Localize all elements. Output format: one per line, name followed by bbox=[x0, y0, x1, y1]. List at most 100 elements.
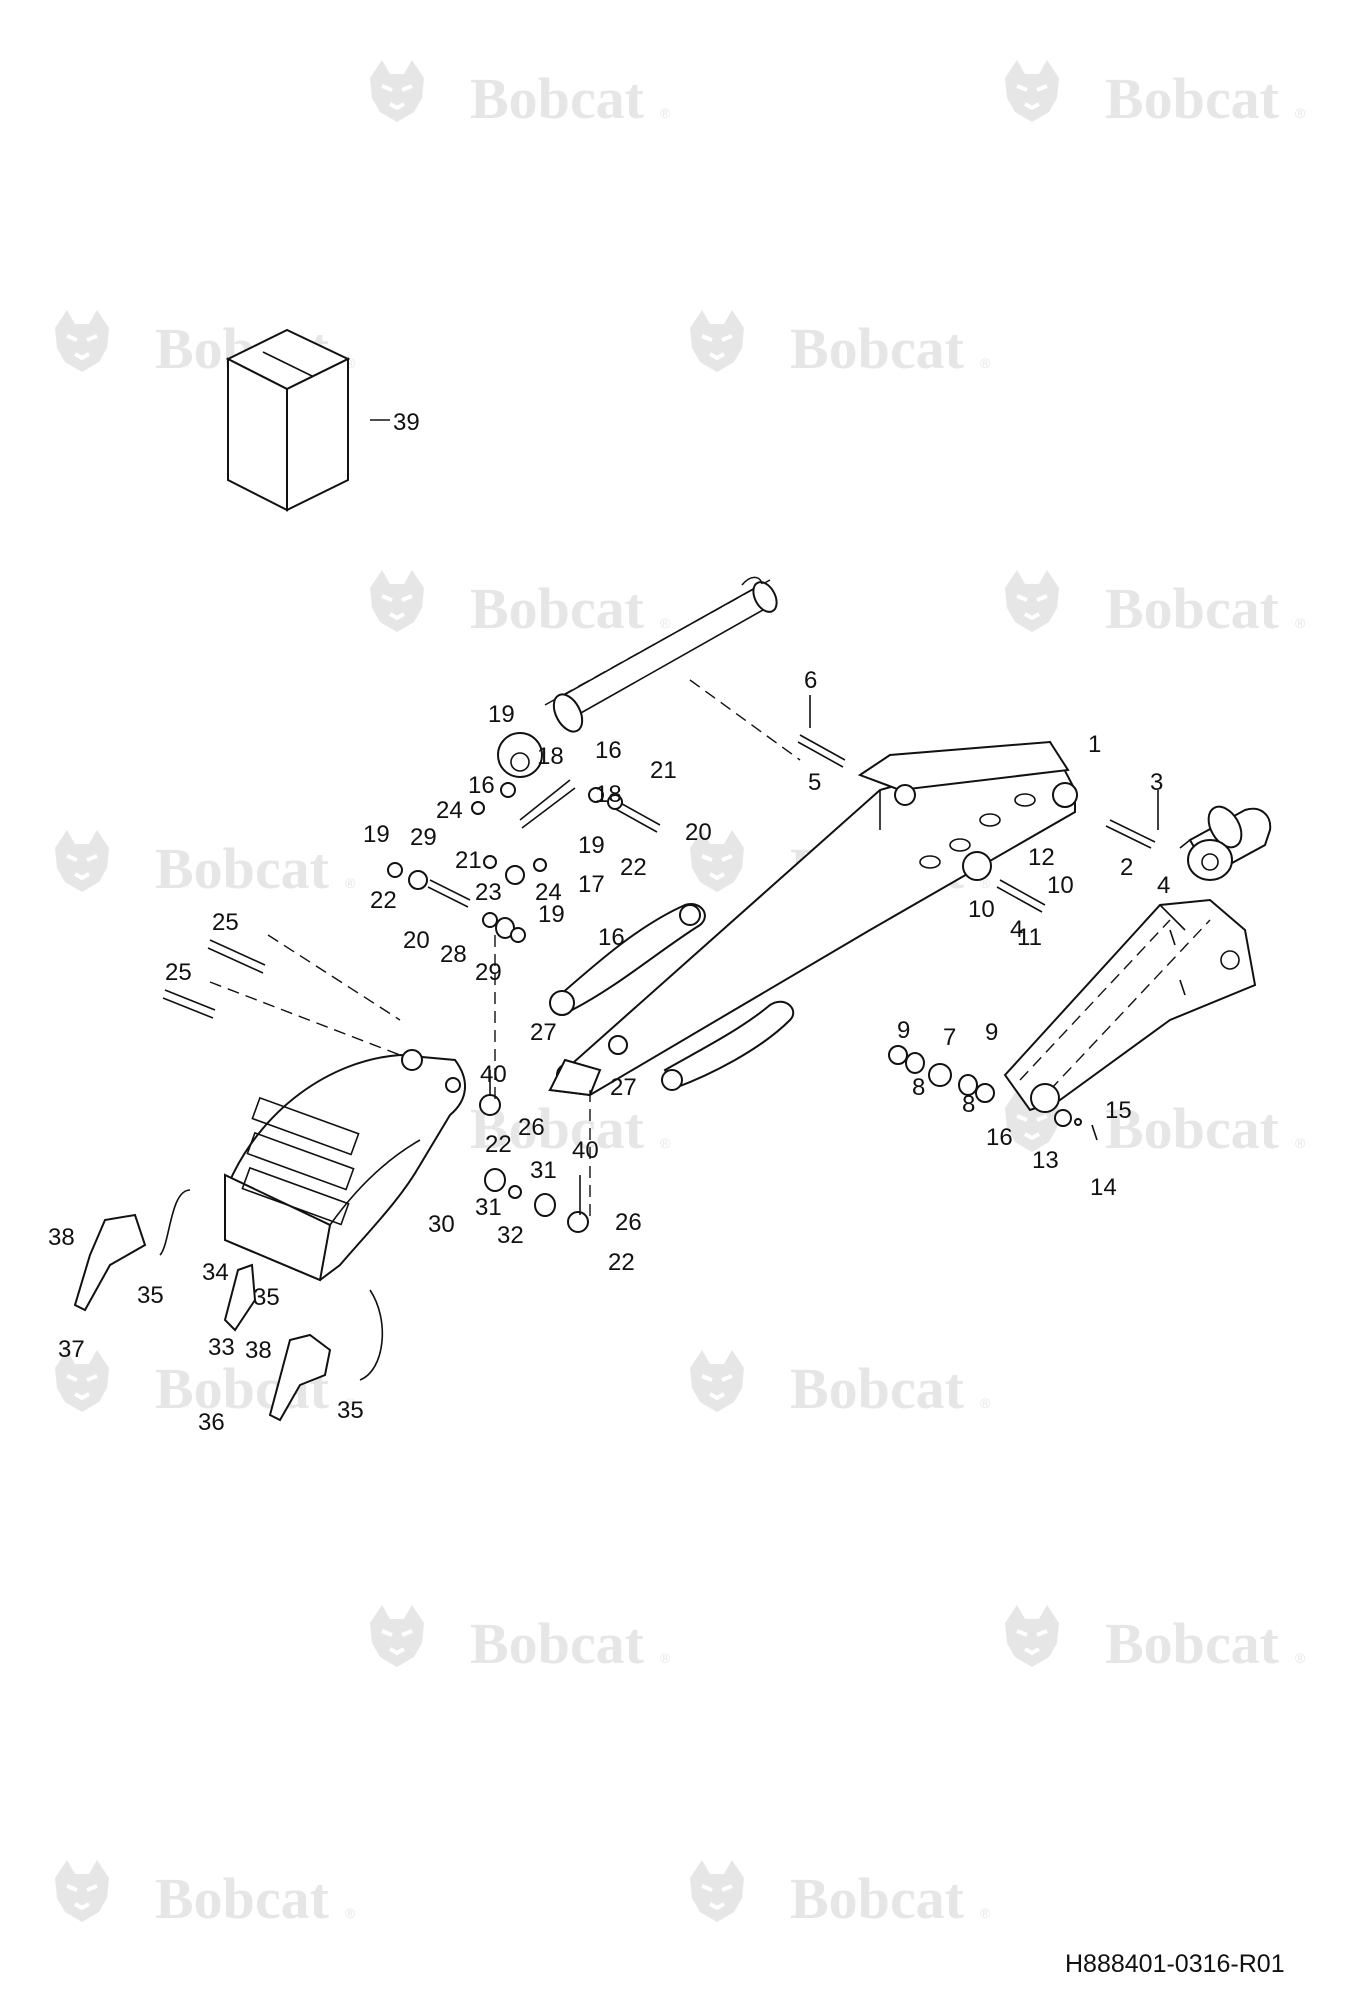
bobcat-watermark: Bobcat ® bbox=[53, 828, 356, 901]
callout-23: 23 bbox=[475, 879, 502, 906]
callout-5: 5 bbox=[808, 769, 821, 796]
watermark-text: Bobcat bbox=[790, 1866, 965, 1931]
callout-8: 8 bbox=[962, 1091, 975, 1118]
callout-29: 29 bbox=[410, 824, 437, 851]
watermark-registered: ® bbox=[1295, 1650, 1306, 1666]
boom-end bbox=[1003, 898, 1257, 1113]
callout-34: 34 bbox=[202, 1259, 229, 1286]
bobcat-logo-icon bbox=[368, 58, 426, 124]
callout-38: 38 bbox=[245, 1337, 272, 1364]
callout-30: 30 bbox=[428, 1211, 455, 1238]
callout-31: 31 bbox=[475, 1194, 502, 1221]
watermark-text: Bobcat bbox=[155, 836, 330, 901]
callout-4: 4 bbox=[1010, 916, 1023, 943]
bobcat-watermark: Bobcat® bbox=[53, 1858, 356, 1931]
watermark-text: Bobcat bbox=[1105, 576, 1280, 641]
callout-38: 38 bbox=[48, 1224, 75, 1251]
watermark-text: Bobcat bbox=[790, 316, 965, 381]
watermark-text: Bobcat bbox=[1105, 1611, 1280, 1676]
callout-28: 28 bbox=[440, 941, 467, 968]
callout-22: 22 bbox=[370, 887, 397, 914]
watermark-registered: ® bbox=[660, 1135, 671, 1151]
watermark-registered: ® bbox=[1295, 615, 1306, 631]
bobcat-logo-icon bbox=[368, 1603, 426, 1669]
bobcat-logo-icon bbox=[368, 568, 426, 634]
watermark-text: Bobcat bbox=[1105, 1096, 1280, 1161]
callout-10: 10 bbox=[1047, 872, 1074, 899]
callout-21: 21 bbox=[455, 847, 482, 874]
tooth-36 bbox=[268, 1333, 332, 1422]
watermark-registered: ® bbox=[345, 1395, 356, 1411]
callout-16: 16 bbox=[598, 924, 625, 951]
callout-32: 32 bbox=[497, 1222, 524, 1249]
bucket-cylinder bbox=[1179, 805, 1272, 881]
watermark-registered: ® bbox=[345, 875, 356, 891]
bobcat-logo-icon bbox=[53, 828, 111, 894]
callout-31: 31 bbox=[530, 1157, 557, 1184]
callout-18: 18 bbox=[537, 743, 564, 770]
callout-25: 25 bbox=[212, 909, 239, 936]
callout-33: 33 bbox=[208, 1334, 235, 1361]
callout-6: 6 bbox=[804, 667, 817, 694]
watermark-registered: ® bbox=[1295, 105, 1306, 121]
watermark-registered: ® bbox=[980, 875, 991, 891]
watermark-registered: ® bbox=[980, 355, 991, 371]
watermark-registered: ® bbox=[660, 1650, 671, 1666]
callout-17: 17 bbox=[578, 871, 605, 898]
bobcat-watermark: Bobcat ® bbox=[1003, 568, 1306, 641]
callout-19: 19 bbox=[538, 901, 565, 928]
callout-21: 21 bbox=[650, 757, 677, 784]
callout-24: 24 bbox=[436, 797, 463, 824]
callout-27: 27 bbox=[530, 1019, 557, 1046]
watermark-registered: ® bbox=[980, 1395, 991, 1411]
watermark-registered: ® bbox=[660, 615, 671, 631]
callout-26: 26 bbox=[615, 1209, 642, 1236]
callout-37: 37 bbox=[58, 1336, 85, 1363]
callout-8: 8 bbox=[912, 1074, 925, 1101]
bucket-30 bbox=[209, 934, 467, 1282]
callout-35: 35 bbox=[137, 1282, 164, 1309]
tooth-33 bbox=[223, 1263, 257, 1332]
drawing-code: H888401-0316-R01 bbox=[1065, 1950, 1285, 1978]
bobcat-logo-icon bbox=[1003, 568, 1061, 634]
bobcat-watermark: Bobcat ® bbox=[688, 308, 991, 381]
callout-20: 20 bbox=[685, 819, 712, 846]
callout-14: 14 bbox=[1090, 1174, 1117, 1201]
callout-35: 35 bbox=[253, 1284, 280, 1311]
bobcat-watermark: Bobcat® bbox=[1003, 1088, 1306, 1161]
callout-3: 3 bbox=[1150, 769, 1163, 796]
tooth-37 bbox=[73, 1213, 147, 1312]
callout-18: 18 bbox=[595, 781, 622, 808]
bobcat-watermark: Bobcat ® bbox=[1003, 58, 1306, 131]
watermark-text: Bobcat bbox=[790, 1356, 965, 1421]
callout-10: 10 bbox=[968, 896, 995, 923]
callout-25: 25 bbox=[165, 959, 192, 986]
bobcat-logo-icon bbox=[688, 1858, 746, 1924]
callout-22: 22 bbox=[485, 1131, 512, 1158]
callout-16: 16 bbox=[595, 737, 622, 764]
watermark-text: Bobcat bbox=[470, 66, 645, 131]
callout-40: 40 bbox=[572, 1137, 599, 1164]
watermark-text: Bobcat bbox=[155, 1866, 330, 1931]
bobcat-logo-icon bbox=[1003, 58, 1061, 124]
bobcat-watermark: Bobcat ® bbox=[688, 1858, 991, 1931]
callout-2: 2 bbox=[1120, 854, 1133, 881]
watermark-registered: ® bbox=[660, 105, 671, 121]
watermark-registered: ® bbox=[980, 1905, 991, 1921]
callout-29: 29 bbox=[475, 959, 502, 986]
callout-16: 16 bbox=[986, 1124, 1013, 1151]
callout-13: 13 bbox=[1032, 1147, 1059, 1174]
callout-9: 9 bbox=[985, 1019, 998, 1046]
watermark-text: Bobcat bbox=[470, 1611, 645, 1676]
kit-box-39 bbox=[225, 328, 390, 512]
callout-20: 20 bbox=[403, 927, 430, 954]
callout-26: 26 bbox=[518, 1114, 545, 1141]
callout-35: 35 bbox=[337, 1397, 364, 1424]
callout-40: 40 bbox=[480, 1061, 507, 1088]
bobcat-watermark: Bobcat ® bbox=[1003, 1603, 1306, 1676]
small-parts bbox=[162, 695, 1159, 1233]
watermark-text: Bobcat bbox=[1105, 66, 1280, 131]
callout-9: 9 bbox=[897, 1017, 910, 1044]
callout-22: 22 bbox=[620, 854, 647, 881]
bobcat-watermark: Bobcat® bbox=[368, 568, 671, 641]
